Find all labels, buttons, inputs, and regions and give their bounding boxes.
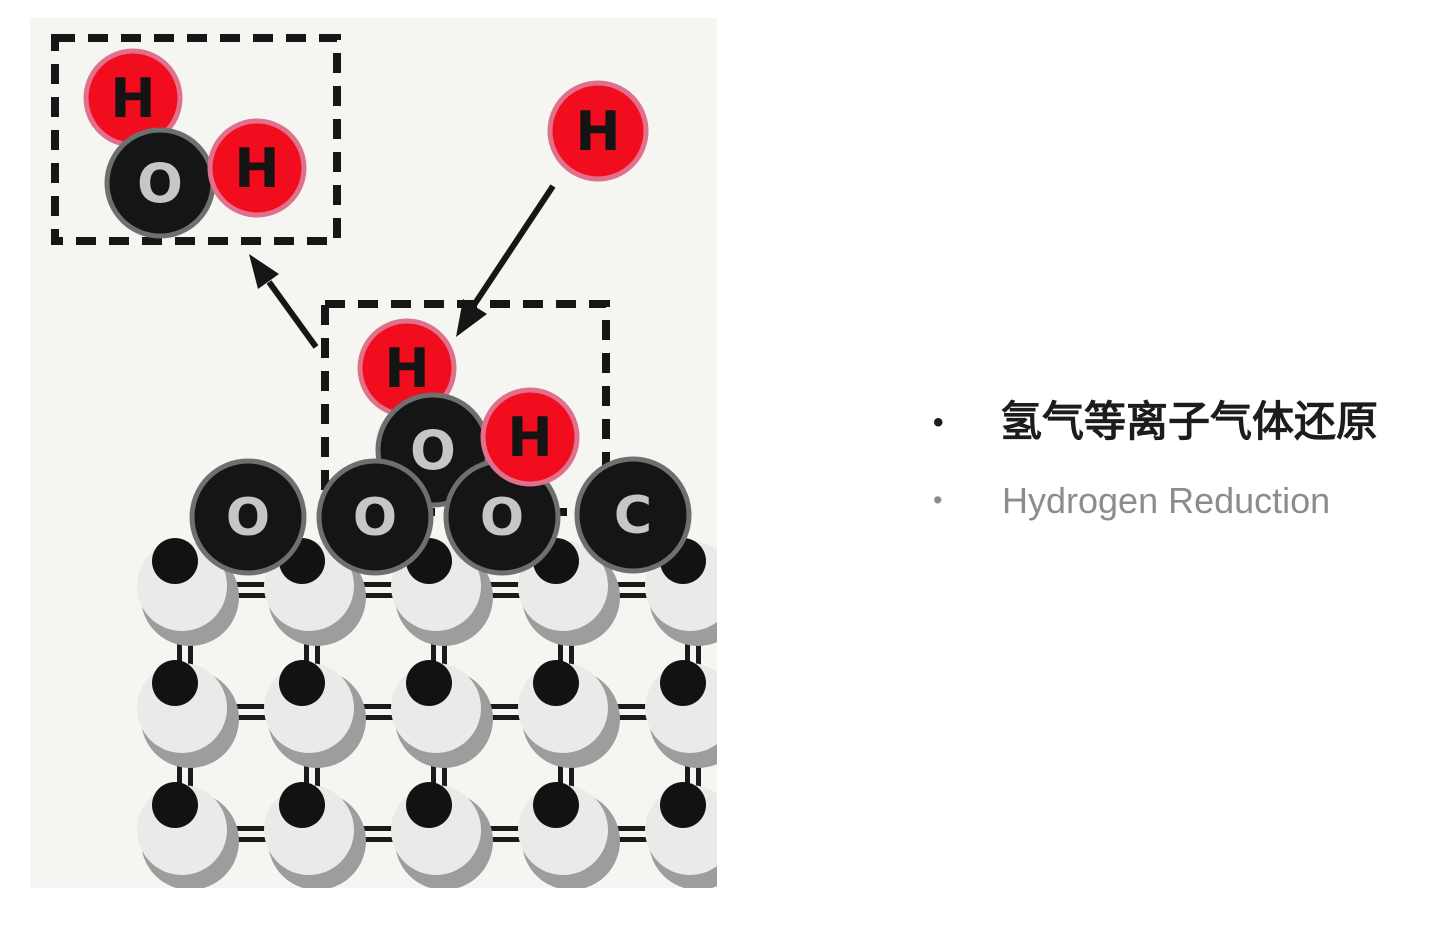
hydrogen-circle: [480, 387, 580, 487]
hydrogen-circle: [547, 80, 649, 182]
bullet-text-chinese: 氢气等离子气体还原: [1000, 398, 1379, 445]
atom-label: O: [480, 488, 524, 548]
adsorbed-hydrogen-atom: H: [480, 387, 580, 487]
lattice-atom-dot: [406, 782, 452, 828]
lattice-atom-dot: [406, 660, 452, 706]
hydrogen-atom: H: [207, 118, 307, 218]
bullet-marker: •: [933, 484, 943, 515]
bullet-item-chinese: • 氢气等离子气体还原: [933, 396, 1413, 449]
lattice-atom-dot: [152, 660, 198, 706]
lattice-atom-dot: [152, 538, 198, 584]
oxygen-atom: O: [104, 127, 216, 239]
bullet-text-english: Hydrogen Reduction: [1002, 479, 1331, 521]
atom-label: H: [234, 137, 279, 200]
hydrogen-atom: H: [83, 48, 183, 148]
bullet-list: • 氢气等离子气体还原 • Hydrogen Reduction: [933, 396, 1413, 522]
lattice-atom-dot: [279, 660, 325, 706]
arrow-to-surface-icon: [456, 184, 556, 337]
lattice-atom-dot: [533, 782, 579, 828]
atom-label: C: [614, 486, 652, 546]
atom-label: H: [110, 67, 155, 130]
atom-label: O: [226, 488, 270, 548]
adsorbed-hydrogen-atom: H: [357, 318, 457, 418]
surface-oxygen-atom: O: [189, 458, 307, 576]
arrow-shaft: [469, 184, 556, 310]
hydrogen-circle: [207, 118, 307, 218]
lattice-atom-dot: [533, 660, 579, 706]
bullet-marker: •: [933, 405, 944, 439]
surface-atoms-row: O O O C: [189, 456, 692, 576]
oxygen-circle: [189, 458, 307, 576]
lattice-atom-dot: [660, 660, 706, 706]
bullet-item-english: • Hydrogen Reduction: [933, 479, 1413, 522]
lattice-atom-dot: [152, 782, 198, 828]
atom-label: O: [410, 419, 456, 482]
atom-label: H: [575, 100, 620, 163]
lattice-atom-dot: [279, 782, 325, 828]
atom-label: O: [137, 152, 183, 215]
carbon-lattice: [137, 538, 717, 888]
arrow-to-water-icon: [249, 254, 319, 349]
atom-label: H: [384, 337, 429, 400]
oxygen-circle: [316, 458, 434, 576]
diagram-photo: H O H H O: [30, 18, 717, 888]
surface-carbon-atom: C: [574, 456, 692, 574]
arrow-head: [456, 299, 487, 337]
water-product-box: [51, 34, 341, 245]
arrow-shaft: [266, 280, 319, 349]
surface-oxygen-atom: O: [316, 458, 434, 576]
free-hydrogen-atom: H: [547, 80, 649, 182]
atom-label: O: [353, 488, 397, 548]
surface-oxygen-atom: O: [443, 458, 561, 576]
carbon-circle: [574, 456, 692, 574]
atom-label: H: [507, 406, 552, 469]
lattice-atom-dot: [660, 782, 706, 828]
water-molecule: H O H: [83, 48, 307, 239]
arrow-head: [249, 254, 279, 289]
